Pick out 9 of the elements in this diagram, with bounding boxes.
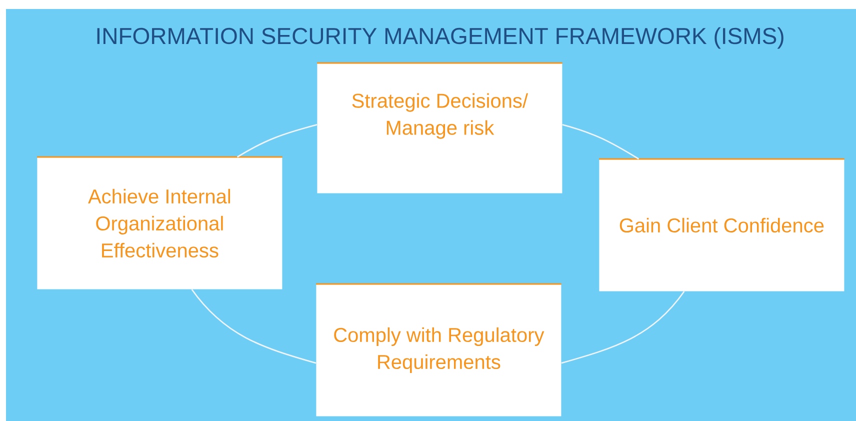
text-box: Comply with Regulatory Requirements [316,283,562,416]
ring-arc [562,124,640,160]
ring-arc [561,290,685,364]
text-box: Gain Client Confidence [599,158,844,292]
text-box: Strategic Decisions/ Manage risk [317,62,562,194]
text-box: Achieve Internal Organizational Effectiveness [37,156,282,290]
ring-arc [236,124,318,158]
title: INFORMATION SECURITY MANAGEMENT FRAMEWORK (ISMS) [97,27,784,49]
ring-arc [191,288,316,364]
